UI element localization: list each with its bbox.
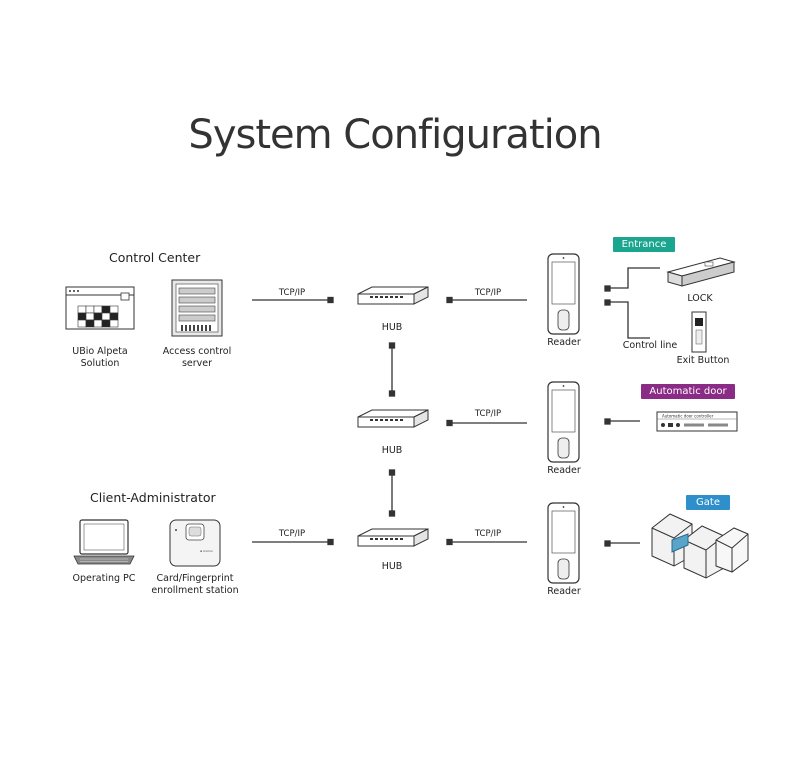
- server-label-line-2: server: [181, 358, 213, 369]
- gate-badge: Gate: [686, 495, 730, 510]
- automatic-door-badge: Automatic door: [641, 384, 735, 399]
- hub-label-3: HUB: [381, 561, 403, 572]
- tcpip-label-2: TCP/IP: [474, 288, 502, 298]
- hub-icon-1: [357, 286, 429, 305]
- page-title: System Configuration: [188, 112, 602, 158]
- reader-label-3: Reader: [547, 586, 581, 597]
- ubio-label-line-2: Solution: [80, 358, 120, 369]
- exit-button-label: Exit Button: [676, 355, 730, 366]
- tcpip-label-3: TCP/IP: [474, 409, 502, 419]
- reader-icon-2: [547, 381, 580, 463]
- operating-pc-label: Operating PC: [72, 573, 136, 584]
- hub-label-1: HUB: [381, 322, 403, 333]
- lock-icon: [666, 257, 736, 287]
- ubio-label-line-1: UBio Alpeta: [72, 346, 128, 357]
- client-administrator-heading: Client-Administrator: [90, 490, 216, 505]
- exit-button-icon: [691, 311, 707, 353]
- laptop-icon: [73, 519, 135, 565]
- control-center-heading: Control Center: [109, 250, 201, 265]
- svg-text:▪ station: ▪ station: [200, 549, 213, 553]
- server-label: Access control server: [152, 346, 242, 370]
- tcpip-label-1: TCP/IP: [278, 288, 306, 298]
- control-line-label: Control line: [622, 340, 678, 351]
- ubio-alpeta-label: UBio Alpeta Solution: [60, 346, 140, 370]
- enrollment-station-label: Card/Fingerprint enrollment station: [145, 573, 245, 597]
- entrance-badge: Entrance: [613, 237, 675, 252]
- lock-label: LOCK: [687, 293, 713, 304]
- station-label-line-2: enrollment station: [151, 585, 239, 596]
- connection-lines: [252, 267, 660, 547]
- hub-icon-3: [357, 528, 429, 547]
- hub-label-2: HUB: [381, 445, 403, 456]
- enrollment-station-icon: ▪ station: [169, 519, 221, 567]
- reader-icon-3: [547, 502, 580, 584]
- door-controller-text: Automatic door controller: [662, 414, 714, 419]
- server-label-line-1: Access control: [162, 346, 232, 357]
- server-icon: [171, 279, 223, 337]
- gate-icon: [651, 513, 749, 579]
- reader-label-1: Reader: [547, 337, 581, 348]
- hub-icon-2: [357, 409, 429, 428]
- automatic-door-controller-icon: Automatic door controller: [656, 411, 738, 432]
- tcpip-label-5: TCP/IP: [474, 529, 502, 539]
- station-label-line-1: Card/Fingerprint: [156, 573, 234, 584]
- reader-label-2: Reader: [547, 465, 581, 476]
- ubio-alpeta-icon: [65, 286, 135, 330]
- tcpip-label-4: TCP/IP: [278, 529, 306, 539]
- reader-icon-1: [547, 253, 580, 335]
